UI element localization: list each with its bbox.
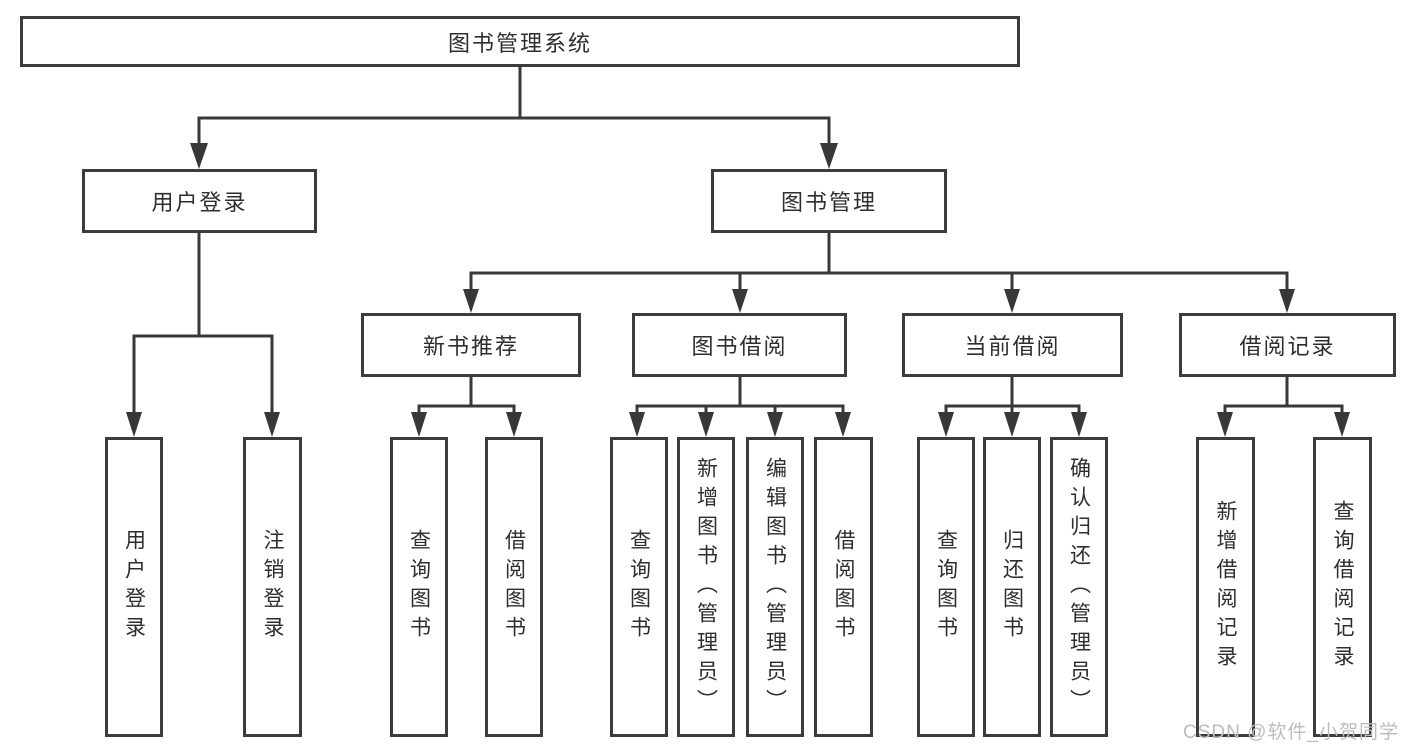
leaf-borrow-query-book: 查询图书 (610, 437, 668, 737)
leaf-borrow-book: 借阅图书 (814, 437, 873, 737)
leaf-confirm-return-admin: 确认归还（管理员） (1050, 437, 1108, 737)
leaf-add-book-admin: 新增图书（管理员） (677, 437, 735, 737)
leaf-edit-book-admin: 编辑图书（管理员） (746, 437, 804, 737)
node-user-login: 用户登录 (82, 169, 317, 233)
leaf-logout: 注销登录 (243, 437, 302, 737)
leaf-recommend-borrow-book: 借阅图书 (485, 437, 543, 737)
leaf-current-query-book: 查询图书 (917, 437, 975, 737)
node-borrow-record: 借阅记录 (1179, 313, 1396, 377)
leaf-add-borrow-record: 新增借阅记录 (1196, 437, 1255, 737)
node-book-borrow: 图书借阅 (632, 313, 847, 377)
leaf-query-borrow-record: 查询借阅记录 (1313, 437, 1372, 737)
csdn-watermark: CSDN @软件_小贺同学 (1183, 722, 1399, 743)
leaf-return-book: 归还图书 (983, 437, 1041, 737)
node-book-management: 图书管理 (711, 169, 947, 233)
leaf-user-login: 用户登录 (105, 437, 163, 737)
node-root: 图书管理系统 (20, 16, 1020, 67)
node-new-book-recommend: 新书推荐 (361, 313, 581, 377)
arrowheads (126, 143, 1350, 437)
node-current-borrow: 当前借阅 (902, 313, 1123, 377)
leaf-recommend-query-book: 查询图书 (390, 437, 448, 737)
